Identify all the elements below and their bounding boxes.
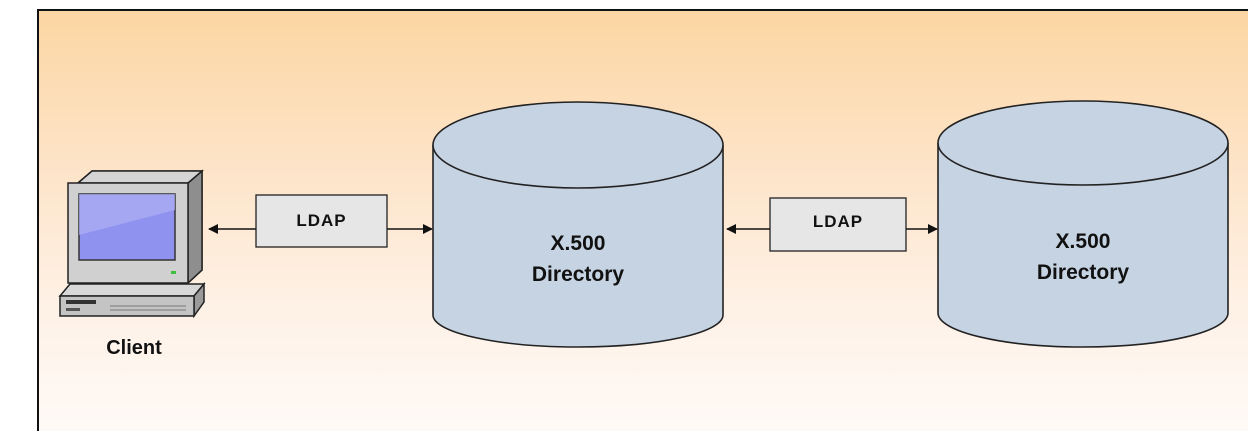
directory-2-line1: X.500 [1055,230,1111,253]
computer-icon [58,169,206,319]
client-label: Client [106,337,162,359]
ldap-box-1 [255,194,388,248]
directory-2-line2: Directory [1036,261,1130,284]
ldap-box-2 [769,197,907,252]
directory-cylinder-2 [937,100,1229,348]
edge-label-ldap-2: LDAP [812,212,864,231]
directory-cylinder-1 [432,101,724,348]
directory-1-line2: Directory [531,263,625,286]
directory-1-line1: X.500 [550,232,606,255]
directory-1-label: X.500 Directory [483,228,673,290]
edge-label-ldap-1: LDAP [296,211,347,230]
directory-2-label: X.500 Directory [988,226,1178,288]
